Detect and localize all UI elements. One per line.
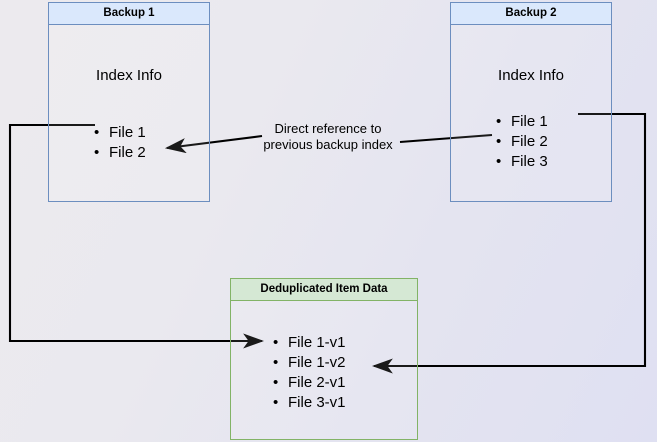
dedup-file-list: File 1-v1 File 1-v2 File 2-v1 File 3-v1 (273, 333, 346, 413)
list-item: File 1-v2 (273, 353, 346, 373)
edge-label-line-2: previous backup index (263, 137, 393, 152)
edge-label-line-1: Direct reference to (274, 121, 382, 136)
list-item: File 3-v1 (273, 393, 346, 413)
node-dedup-header: Deduplicated Item Data (231, 279, 417, 301)
list-item: File 1 (94, 123, 146, 143)
backup-1-index-info-label: Index Info (96, 67, 162, 84)
node-backup-1-body: Index Info File 1 File 2 (49, 25, 209, 201)
list-item: File 2 (496, 132, 548, 152)
list-item: File 2 (94, 143, 146, 163)
backup-1-file-list: File 1 File 2 (94, 123, 146, 163)
node-dedup-body: File 1-v1 File 1-v2 File 2-v1 File 3-v1 (231, 301, 417, 439)
list-item: File 1-v1 (273, 333, 346, 353)
node-backup-1[interactable]: Backup 1 Index Info File 1 File 2 (48, 2, 210, 202)
backup-2-index-info-label: Index Info (498, 67, 564, 84)
node-backup-2[interactable]: Backup 2 Index Info File 1 File 2 File 3 (450, 2, 612, 202)
backup-2-file-list: File 1 File 2 File 3 (496, 112, 548, 172)
list-item: File 2-v1 (273, 373, 346, 393)
node-backup-2-body: Index Info File 1 File 2 File 3 (451, 25, 611, 201)
list-item: File 3 (496, 152, 548, 172)
edge-label-direct-reference: Direct reference to previous backup inde… (248, 121, 408, 153)
node-backup-1-header: Backup 1 (49, 3, 209, 25)
node-deduplicated-item-data[interactable]: Deduplicated Item Data File 1-v1 File 1-… (230, 278, 418, 440)
node-backup-2-header: Backup 2 (451, 3, 611, 25)
list-item: File 1 (496, 112, 548, 132)
